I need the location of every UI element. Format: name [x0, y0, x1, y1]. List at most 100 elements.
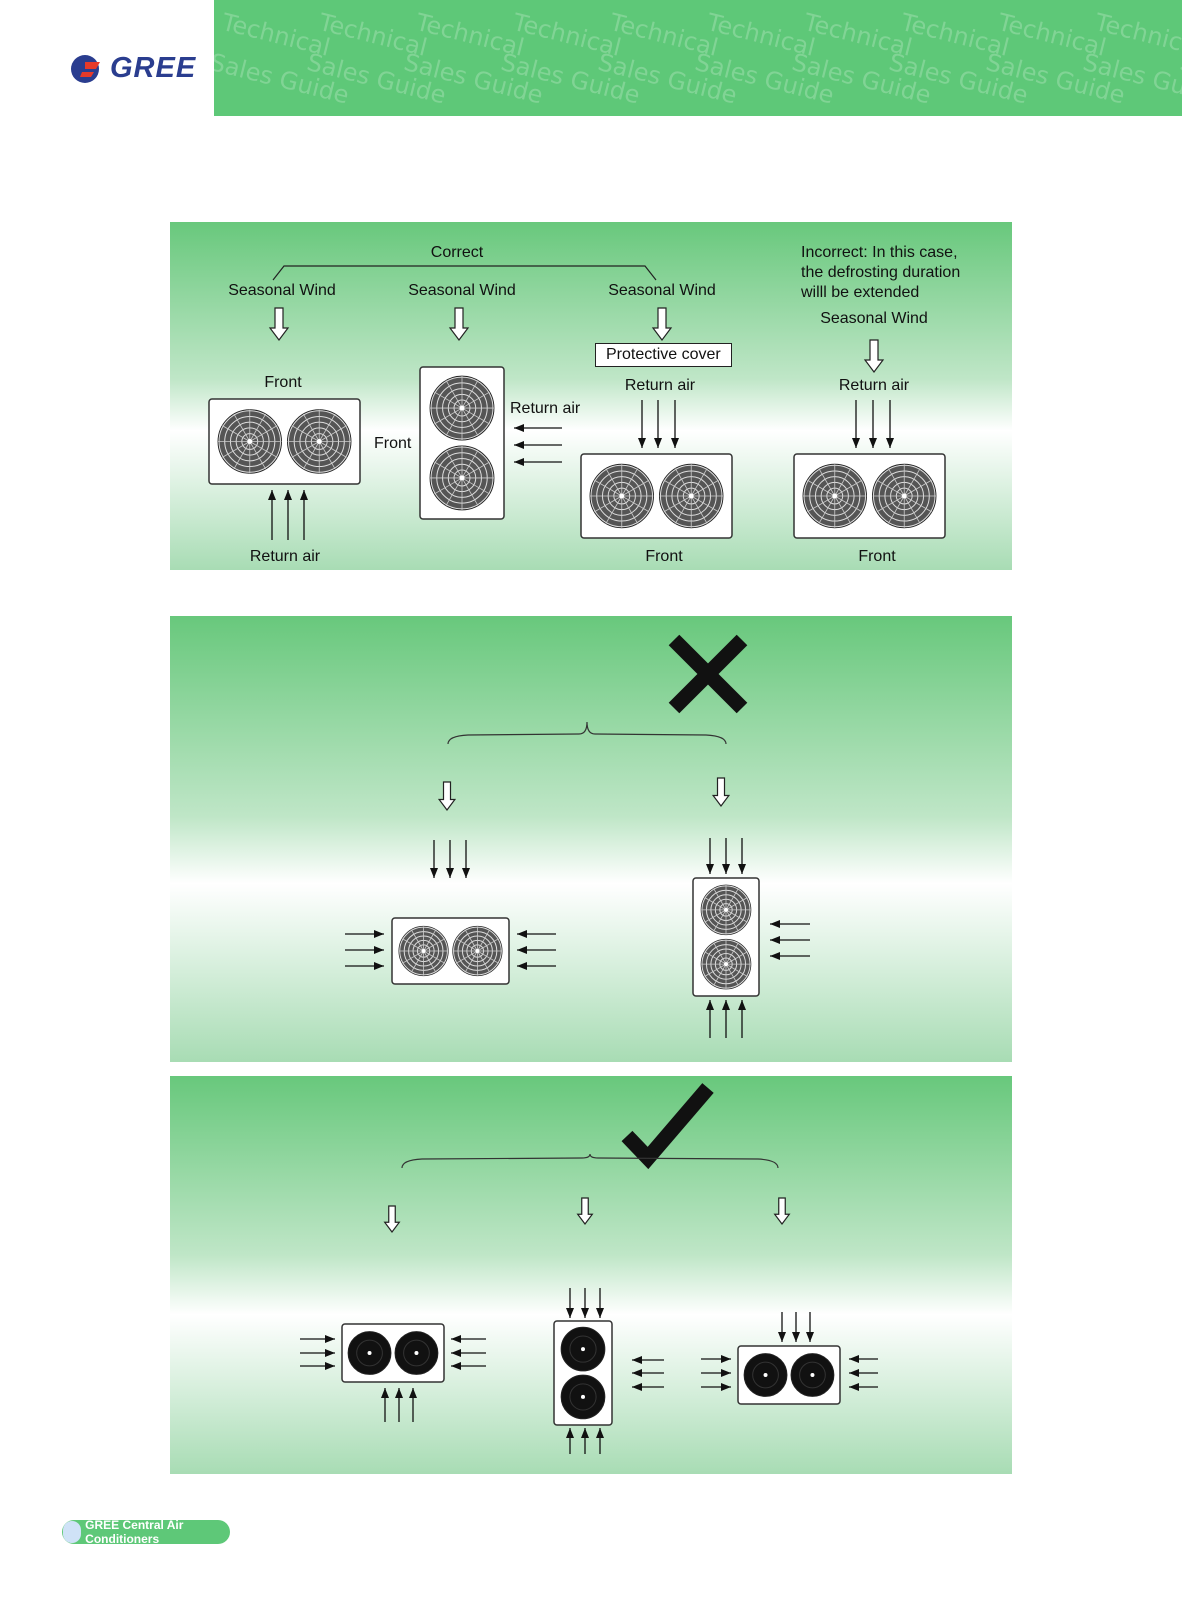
protective-cover-label: Protective cover	[595, 343, 732, 367]
seasonal-wind-arrow	[448, 307, 470, 341]
fan-icon	[743, 1353, 788, 1397]
grouping-brace	[447, 721, 727, 745]
seasonal-wind-arrow	[268, 307, 290, 341]
fan-icon	[872, 463, 937, 529]
airflow-arrow	[852, 400, 860, 448]
airflow-arrow	[430, 840, 438, 878]
front-label-3: Front	[645, 548, 683, 565]
airflow-arrow	[300, 490, 308, 540]
fan-icon	[287, 409, 352, 474]
incorrect-line-2: the defrosting duration	[801, 264, 961, 281]
airflow-arrow	[701, 1355, 731, 1363]
front-label-1: Front	[264, 374, 302, 391]
footer-badge: GREE Central Air Conditioners	[62, 1518, 230, 1546]
airflow-arrow	[517, 962, 556, 970]
airflow-arrow	[446, 840, 454, 878]
grouping-brace	[401, 1153, 779, 1169]
airflow-arrow	[638, 400, 646, 448]
footer-text: GREE Central Air Conditioners	[85, 1518, 184, 1546]
airflow-arrow	[770, 920, 810, 928]
incorrect-line-1: Incorrect: In this case,	[801, 244, 958, 261]
correct-bracket	[272, 265, 657, 281]
return-air-label-3: Return air	[624, 377, 696, 394]
seasonal-wind-label-3: Seasonal Wind	[608, 282, 716, 299]
airflow-arrow	[770, 952, 810, 960]
airflow-arrow	[738, 838, 746, 874]
airflow-arrow	[596, 1288, 604, 1318]
airflow-arrow	[706, 1000, 714, 1038]
seasonal-wind-label-4: Seasonal Wind	[820, 310, 928, 327]
brand-name: GREE	[110, 52, 197, 84]
airflow-arrow	[345, 962, 384, 970]
fan-icon	[347, 1331, 392, 1375]
airflow-arrow	[581, 1288, 589, 1318]
airflow-arrow	[632, 1369, 664, 1377]
airflow-arrow	[806, 1312, 814, 1342]
airflow-arrow	[701, 1383, 731, 1391]
fan-icon	[700, 938, 752, 990]
fan-icon	[790, 1353, 835, 1397]
airflow-arrow	[886, 400, 894, 448]
airflow-arrow	[514, 441, 562, 449]
fan-icon	[398, 925, 449, 977]
airflow-arrow	[778, 1312, 786, 1342]
fan-icon	[452, 925, 503, 977]
airflow-arrow	[451, 1349, 486, 1357]
airflow-arrow	[514, 458, 562, 466]
airflow-arrow	[654, 400, 662, 448]
airflow-arrow	[345, 930, 384, 938]
front-label-2: Front	[374, 435, 412, 452]
airflow-arrow	[566, 1288, 574, 1318]
seasonal-wind-arrow	[383, 1205, 401, 1233]
seasonal-wind-arrow	[711, 777, 731, 807]
incorrect-line-3: willl be extended	[801, 284, 920, 301]
installation-panel-2	[170, 616, 1012, 1062]
fan-icon	[560, 1326, 606, 1372]
panel-1-diagram	[208, 265, 946, 540]
airflow-arrow	[381, 1388, 389, 1422]
airflow-arrow	[596, 1428, 604, 1454]
fan-icon	[659, 463, 724, 529]
airflow-arrow	[345, 946, 384, 954]
airflow-arrow	[300, 1362, 335, 1370]
seasonal-wind-arrow	[576, 1197, 594, 1225]
seasonal-wind-arrow	[863, 339, 885, 373]
seasonal-wind-arrow	[437, 781, 457, 811]
panel-2-diagram	[345, 634, 810, 1038]
airflow-arrow	[849, 1383, 878, 1391]
airflow-arrow	[632, 1383, 664, 1391]
fan-icon	[560, 1374, 606, 1420]
airflow-arrow	[849, 1355, 878, 1363]
airflow-arrow	[770, 936, 810, 944]
airflow-arrow	[462, 840, 470, 878]
airflow-arrow	[581, 1428, 589, 1454]
return-air-label-4: Return air	[838, 377, 910, 394]
return-air-label-1: Return air	[249, 548, 321, 565]
airflow-arrow	[300, 1349, 335, 1357]
airflow-arrow	[268, 490, 276, 540]
gree-logo: GREE	[70, 52, 196, 85]
front-label-4: Front	[858, 548, 896, 565]
airflow-arrow	[792, 1312, 800, 1342]
fan-icon	[429, 375, 495, 441]
airflow-arrow	[566, 1428, 574, 1454]
fan-icon	[217, 409, 282, 474]
airflow-arrow	[517, 946, 556, 954]
installation-panel-3	[170, 1076, 1012, 1474]
seasonal-wind-arrow	[651, 307, 673, 341]
airflow-arrow	[409, 1388, 417, 1422]
airflow-arrow	[451, 1362, 486, 1370]
gree-emblem-icon	[71, 54, 100, 83]
fan-icon	[589, 463, 654, 529]
return-air-label-2: Return air	[510, 400, 581, 417]
incorrect-x-icon	[668, 634, 748, 714]
seasonal-wind-label-1: Seasonal Wind	[228, 282, 336, 299]
footer-dot-icon	[63, 1521, 82, 1543]
airflow-arrow	[869, 400, 877, 448]
airflow-arrow	[701, 1369, 731, 1377]
seasonal-wind-arrow	[773, 1197, 791, 1225]
fan-icon	[429, 445, 495, 511]
fan-icon	[802, 463, 867, 529]
airflow-arrow	[395, 1388, 403, 1422]
